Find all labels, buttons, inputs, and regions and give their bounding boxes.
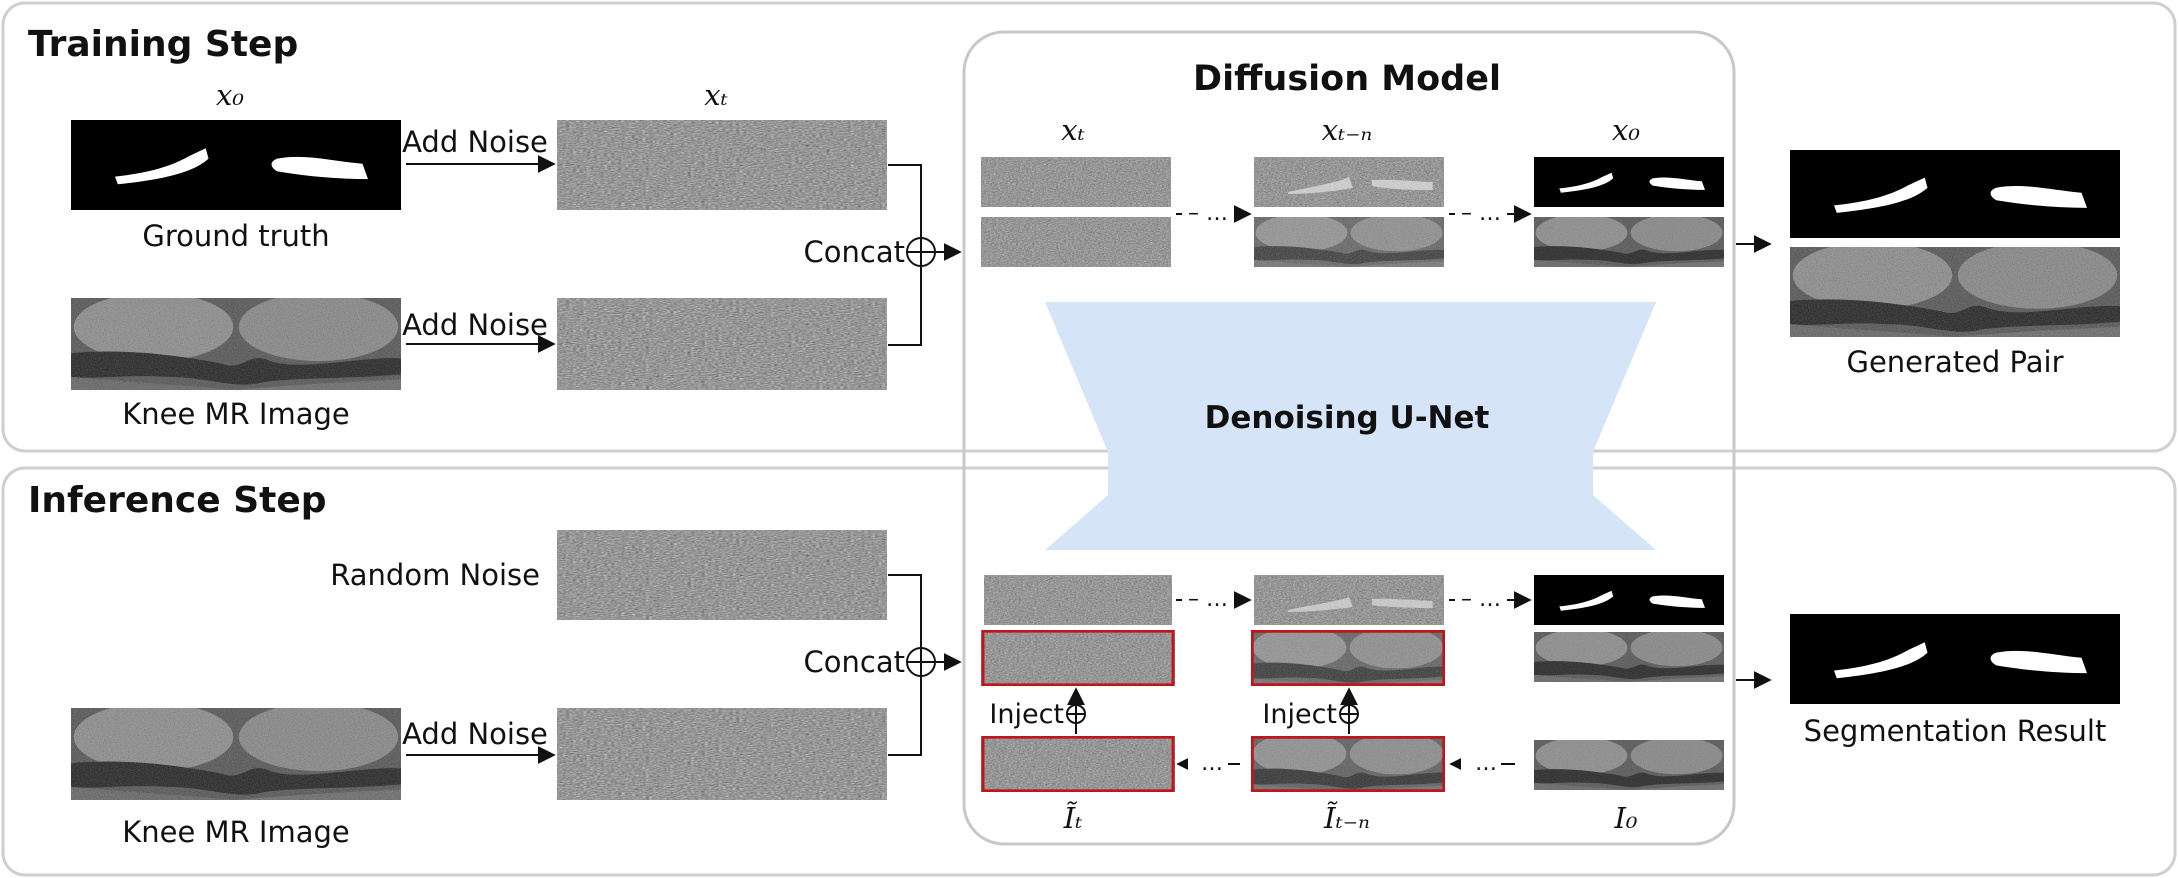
- random-noise-image: [557, 530, 887, 620]
- infer-it-tilde-image: [981, 736, 1175, 792]
- generated-pair-label: Generated Pair: [1846, 345, 2063, 379]
- knee-mr-label-infer: Knee MR Image: [122, 815, 350, 849]
- infer-x0-mask: [1534, 575, 1724, 625]
- concat-label-infer: Concat: [804, 645, 905, 679]
- concat-label-train: Concat: [804, 235, 905, 269]
- infer-itn-tilde-image: [1251, 736, 1445, 792]
- ellipsis-train-1: – …: [1188, 201, 1228, 226]
- model-noisy-xt-top: [981, 157, 1171, 207]
- knee-mr-label-train: Knee MR Image: [122, 397, 350, 431]
- add-noise-label-1: Add Noise: [402, 125, 548, 159]
- model-xtn-mask: [1254, 157, 1444, 207]
- segmentation-result-mask: [1790, 614, 2120, 704]
- denoising-unet-label: Denoising U-Net: [1205, 400, 1490, 436]
- add-noise-label-infer: Add Noise: [402, 717, 548, 751]
- x0-label: x₀: [216, 78, 244, 112]
- inference-step-title: Inference Step: [28, 480, 327, 521]
- ellipsis-infer-2: – …: [1461, 587, 1501, 612]
- noisy-knee-image-train: [557, 298, 887, 390]
- model-noisy-xt-bottom: [981, 217, 1171, 267]
- model-x0-mask: [1534, 157, 1724, 207]
- infer-itn-highlight: [1251, 630, 1445, 686]
- xt-label: xₜ: [704, 78, 728, 112]
- it-tilde-label: Ĩₜ: [1063, 800, 1083, 835]
- ellipsis-infer-1: – …: [1188, 587, 1228, 612]
- ground-truth-mask: [71, 120, 401, 210]
- model-x0-label: x₀: [1612, 113, 1640, 147]
- training-step-title: Training Step: [28, 24, 298, 65]
- diffusion-model-title: Diffusion Model: [1193, 59, 1501, 99]
- model-xtn-image: [1254, 217, 1444, 267]
- back-ellipsis-2: …: [1475, 751, 1497, 776]
- infer-xtn-mask: [1254, 575, 1444, 625]
- noisy-mask-xt: [557, 120, 887, 210]
- inject-label-2: Inject: [1262, 699, 1337, 730]
- segmentation-result-label: Segmentation Result: [1804, 714, 2107, 748]
- i0-label: I₀: [1613, 801, 1637, 835]
- infer-it-noise-highlight: [981, 630, 1175, 686]
- knee-mr-image-infer: [71, 703, 401, 800]
- inject-label-1: Inject: [989, 699, 1064, 730]
- noisy-knee-image-infer: [557, 708, 887, 800]
- diffusion-model-box: [962, 30, 1736, 846]
- infer-xt-noise: [984, 575, 1172, 625]
- infer-i0-image: [1534, 737, 1724, 790]
- infer-x0-image: [1534, 629, 1724, 682]
- model-x0-image: [1534, 214, 1724, 267]
- add-noise-label-2: Add Noise: [402, 308, 548, 342]
- generated-pair-image: [1790, 242, 2120, 337]
- knee-mr-image-train: [71, 293, 401, 390]
- ellipsis-train-2: – …: [1461, 201, 1501, 226]
- random-noise-label: Random Noise: [330, 558, 540, 592]
- model-xtn-label: xₜ₋ₙ: [1322, 113, 1373, 147]
- model-xt-label: xₜ: [1061, 113, 1085, 147]
- ground-truth-label: Ground truth: [142, 219, 329, 253]
- back-ellipsis-1: …: [1201, 751, 1223, 776]
- denoising-unet-shape: [1045, 302, 1656, 550]
- itn-tilde-label: Ĩₜ₋ₙ: [1323, 800, 1370, 835]
- generated-pair-mask: [1790, 150, 2120, 238]
